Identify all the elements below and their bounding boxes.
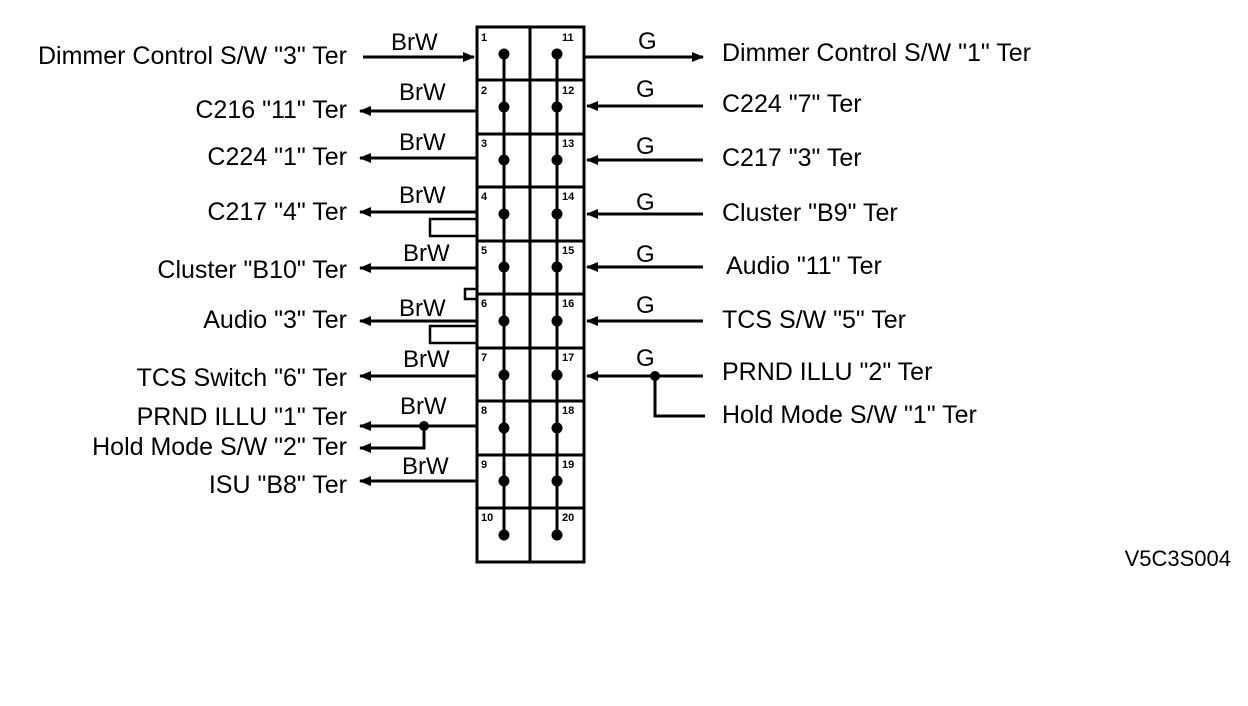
right-wires bbox=[584, 52, 705, 418]
terminal-label: Dimmer Control S/W "3" Ter bbox=[38, 42, 347, 70]
diagram-code: V5C3S004 bbox=[1125, 546, 1231, 571]
pin-dot bbox=[498, 48, 510, 60]
terminal-label: Dimmer Control S/W "1" Ter bbox=[722, 39, 1031, 67]
pin-number: 2 bbox=[481, 85, 487, 97]
connector-body bbox=[475, 25, 586, 564]
pin-dot bbox=[498, 101, 510, 113]
pin-dot bbox=[551, 261, 563, 273]
pin-dot bbox=[498, 475, 510, 487]
pin-number: 5 bbox=[481, 245, 487, 257]
pin-number: 1 bbox=[481, 32, 487, 44]
pin-number: 4 bbox=[481, 191, 488, 203]
pin-number: 13 bbox=[562, 138, 574, 150]
pin-dot bbox=[551, 422, 563, 434]
left-terminal-labels: Dimmer Control S/W "3" Ter C216 "11" Ter… bbox=[38, 42, 347, 499]
wire-color-label: G bbox=[636, 76, 655, 103]
splice-dot bbox=[650, 371, 660, 381]
pin-dot bbox=[498, 261, 510, 273]
terminal-label: TCS Switch "6" Ter bbox=[137, 364, 347, 392]
terminal-label: C217 "3" Ter bbox=[722, 144, 862, 172]
pin-number: 16 bbox=[562, 298, 574, 310]
pin-dot bbox=[498, 154, 510, 166]
pin-number: 8 bbox=[481, 405, 487, 417]
wire-color-label: BrW bbox=[400, 393, 447, 420]
pin-dot bbox=[498, 529, 510, 541]
pin-number: 18 bbox=[562, 405, 574, 417]
wire-color-label: BrW bbox=[403, 346, 450, 373]
terminal-label: Hold Mode S/W "1" Ter bbox=[722, 401, 977, 429]
pin-numbers: 1 2 3 4 5 6 7 8 9 10 11 12 13 14 15 16 1… bbox=[481, 32, 575, 524]
terminal-label: C224 "1" Ter bbox=[207, 143, 347, 171]
pin-dot bbox=[498, 422, 510, 434]
wire-jogs bbox=[428, 217, 477, 345]
pin-number: 14 bbox=[562, 191, 575, 203]
left-wires bbox=[359, 52, 477, 486]
pin-dot bbox=[551, 315, 563, 327]
pin-dot bbox=[498, 369, 510, 381]
terminal-label: Audio "3" Ter bbox=[203, 306, 347, 334]
terminal-label: Cluster "B9" Ter bbox=[722, 199, 898, 227]
pin-dot bbox=[551, 101, 563, 113]
pin-dot bbox=[551, 48, 563, 60]
terminal-label: PRND ILLU "2" Ter bbox=[722, 358, 932, 386]
wire-color-label: BrW bbox=[399, 79, 446, 106]
left-wire-color-labels: BrW BrW BrW BrW BrW BrW BrW BrW BrW bbox=[391, 29, 450, 480]
terminal-label: Hold Mode S/W "2" Ter bbox=[92, 433, 347, 461]
wire-color-label: G bbox=[636, 189, 655, 216]
wire-color-label: BrW bbox=[402, 453, 449, 480]
wire-color-label: BrW bbox=[399, 129, 446, 156]
terminal-label: Cluster "B10" Ter bbox=[157, 256, 347, 284]
pin-dots bbox=[498, 48, 563, 541]
wire-color-label: G bbox=[636, 241, 655, 268]
terminal-label: C216 "11" Ter bbox=[195, 96, 347, 124]
wire-color-label: BrW bbox=[403, 240, 450, 267]
pin-number: 3 bbox=[481, 138, 487, 150]
terminal-label: C217 "4" Ter bbox=[207, 198, 347, 226]
pin-dot bbox=[551, 529, 563, 541]
wire-color-label: BrW bbox=[391, 29, 438, 56]
wire-color-label: BrW bbox=[399, 295, 446, 322]
pin-number: 20 bbox=[562, 512, 574, 524]
wire-color-label: BrW bbox=[399, 182, 446, 209]
wire-pin17-branch bbox=[653, 376, 705, 418]
pin-number: 6 bbox=[481, 298, 487, 310]
pin-number: 11 bbox=[562, 32, 574, 44]
terminal-label: PRND ILLU "1" Ter bbox=[137, 403, 347, 431]
pin-number: 19 bbox=[562, 459, 574, 471]
pin-dot bbox=[551, 154, 563, 166]
pin-dot bbox=[498, 315, 510, 327]
terminal-label: Audio "11" Ter bbox=[726, 252, 882, 280]
wire-color-label: G bbox=[636, 292, 655, 319]
pin-number: 7 bbox=[481, 352, 487, 364]
right-terminal-labels: Dimmer Control S/W "1" Ter C224 "7" Ter … bbox=[722, 39, 1031, 429]
pin-dot bbox=[551, 369, 563, 381]
internal-bus bbox=[502, 54, 559, 535]
pin-dot bbox=[498, 208, 510, 220]
splice-dot bbox=[419, 421, 429, 431]
pin-dot bbox=[551, 475, 563, 487]
wire-pin8-branch bbox=[359, 426, 426, 453]
terminal-label: ISU "B8" Ter bbox=[209, 471, 347, 499]
pin-number: 9 bbox=[481, 459, 487, 471]
pin-number: 17 bbox=[562, 352, 574, 364]
wire-color-label: G bbox=[638, 28, 657, 55]
wire-color-label: G bbox=[636, 345, 655, 372]
pin-number: 12 bbox=[562, 85, 574, 97]
terminal-label: TCS S/W "5" Ter bbox=[722, 306, 906, 334]
right-wire-color-labels: G G G G G G G bbox=[636, 28, 657, 372]
pin-number: 10 bbox=[481, 512, 493, 524]
pin-number: 15 bbox=[562, 245, 574, 257]
pin-dot bbox=[551, 208, 563, 220]
wire-color-label: G bbox=[636, 133, 655, 160]
terminal-label: C224 "7" Ter bbox=[722, 90, 862, 118]
